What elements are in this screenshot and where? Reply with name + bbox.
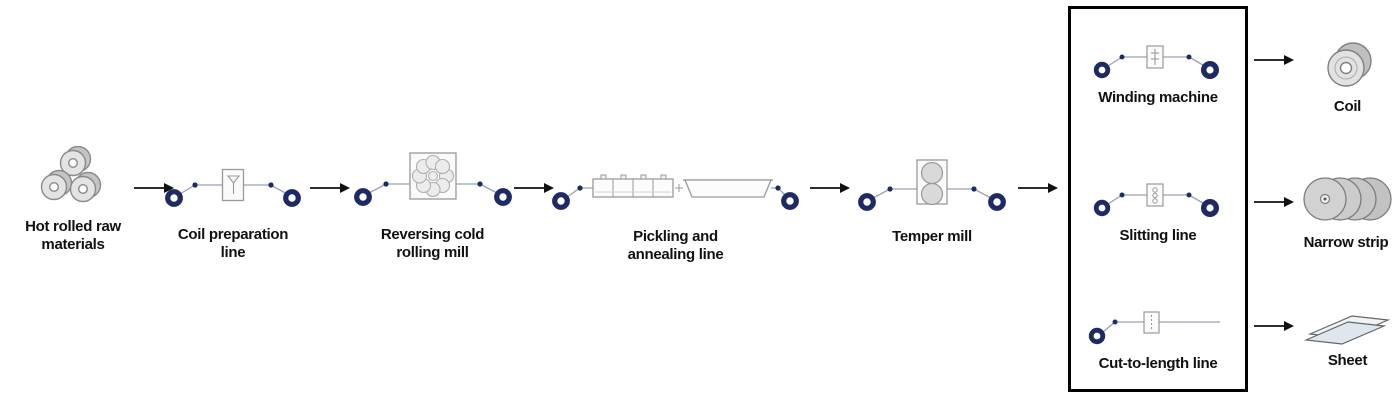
coil-preparation-line-icon: [165, 168, 301, 207]
slitting-line-icon: [1093, 183, 1219, 218]
output-label: Sheet: [1327, 352, 1368, 369]
winding-machine-icon: [1093, 45, 1219, 80]
stage-label: Pickling and annealing line: [627, 228, 724, 263]
narrow-strip-icon: [1303, 177, 1392, 221]
flow-arrow: [1018, 180, 1058, 201]
temper-mill-icon: [858, 159, 1006, 211]
stage-label: Hot rolled raw materials: [25, 218, 121, 253]
box-item-label: Cut-to-length line: [1098, 355, 1218, 372]
output-label: Coil: [1333, 98, 1362, 115]
coil-stack-icon: [40, 146, 101, 203]
output-arrow-sheet: [1254, 318, 1294, 339]
flow-arrow: [514, 180, 554, 201]
stage-temper-mill: Temper mill: [852, 156, 1012, 246]
stage-label: Temper mill: [892, 228, 972, 245]
flow-arrow: [810, 180, 850, 201]
reversing-cold-rolling-mill-icon: [353, 152, 512, 206]
output-sheet: Sheet: [1300, 312, 1395, 370]
stage-pickling-annealing-line: Pickling and annealing line: [548, 168, 803, 263]
stage-coil-preparation-line: Coil preparation line: [158, 168, 308, 261]
sheet-icon: [1303, 315, 1390, 345]
coil-icon: [1326, 42, 1372, 87]
output-arrow-coil: [1254, 52, 1294, 73]
output-narrow-strip: Narrow strip: [1296, 170, 1396, 252]
output-coil: Coil: [1300, 40, 1395, 116]
flow-arrow: [310, 180, 350, 201]
output-label: Narrow strip: [1303, 234, 1389, 251]
cut-to-length-line-icon: [1088, 311, 1220, 345]
finishing-lines-box: Winding machine Slitting line: [1068, 6, 1248, 392]
stage-reversing-cold-rolling-mill: Reversing cold rolling mill: [350, 150, 515, 261]
box-item-winding-machine: Winding machine: [1071, 43, 1245, 107]
stage-label: Reversing cold rolling mill: [380, 226, 485, 261]
stage-hot-rolled-raw-materials: Hot rolled raw materials: [12, 146, 134, 253]
output-arrow-narrow-strip: [1254, 194, 1294, 215]
box-item-label: Slitting line: [1119, 227, 1197, 244]
box-item-slitting-line: Slitting line: [1071, 181, 1245, 245]
flow-arrow: [134, 180, 174, 201]
box-item-label: Winding machine: [1098, 89, 1218, 106]
box-item-cut-to-length-line: Cut-to-length line: [1071, 309, 1245, 373]
stage-label: Coil preparation line: [177, 226, 289, 261]
pickling-annealing-line-icon: [551, 174, 799, 210]
